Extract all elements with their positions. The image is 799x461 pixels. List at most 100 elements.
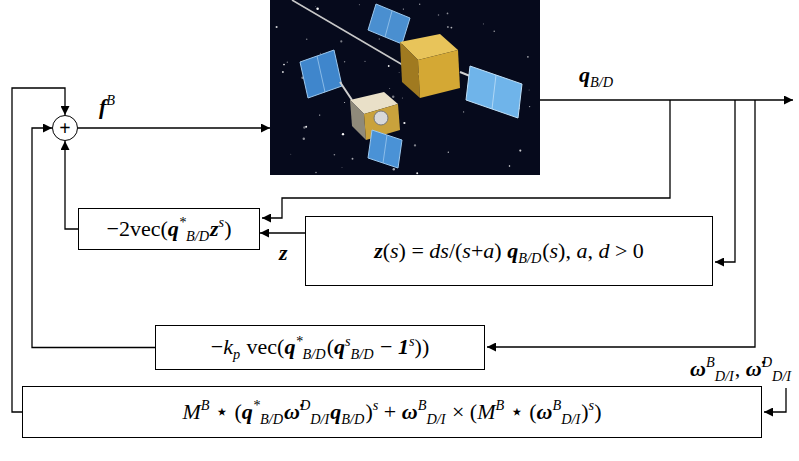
formula-text: −2vec(q*B/Dzs) [107,216,232,242]
math-run: ( [542,238,549,263]
star [379,38,381,40]
math-run: q [330,399,341,424]
math-run: ( [327,334,334,359]
star [344,61,345,62]
star [403,122,405,124]
math-run: + [471,238,483,263]
formula-text: MB ⋆ (q*B/Dω̇DD/IqB/D)s + ωBD/I × (MB ⋆ … [182,399,601,425]
block-box: −2vec(q*B/Dzs) [78,208,260,250]
star [393,168,395,170]
feedback-wire [715,100,735,262]
math-run: ⋆ ( [210,399,242,424]
satellite-side [400,42,420,98]
math-run: M [182,399,200,424]
satellite-picture [270,0,540,175]
star [403,8,404,9]
star [388,65,390,67]
math-run: × ( [446,399,477,424]
math-run: ω [402,399,418,424]
star [276,26,278,28]
math-run: B [106,92,115,108]
math-run: z [210,216,219,241]
math-run: −2vec( [107,216,168,241]
math-run: + [378,399,401,424]
star [341,166,343,168]
math-run: s [462,238,471,263]
math-run: q [284,334,295,359]
signal-label: fB [98,94,116,120]
star [402,98,403,99]
math-run: s [345,333,351,349]
panel-grid [383,135,387,163]
math-run: 1 [398,334,409,359]
star [527,56,529,58]
star [528,89,530,91]
math-run: ( [383,238,390,263]
star [438,14,440,16]
math-run: − [211,334,223,359]
star [414,144,416,146]
math-run: ω [537,399,553,424]
math-run: D/I [426,411,445,427]
math-run: s [390,238,399,263]
star [463,111,464,112]
star [282,71,284,73]
math-run: ) [224,216,231,241]
star [287,62,288,63]
star [398,72,400,74]
edge-label: z [278,240,289,266]
math-run: p [233,346,240,362]
star [447,13,449,15]
math-run: ω [690,356,706,381]
star [493,30,494,31]
solar-panel [466,66,522,118]
math-run: * [295,333,302,349]
signal-connector [65,141,78,229]
math-run: B/D [351,346,374,362]
math-run: B [201,397,210,413]
panel-grid [317,56,325,92]
math-run: ) [581,399,588,424]
satellite-side [350,100,366,140]
math-run: B/D [341,411,364,427]
star [340,40,342,42]
star [303,126,305,128]
math-run: f [99,94,106,119]
space-background [270,0,540,175]
math-run: M [477,399,495,424]
plus-sign: + [59,116,70,140]
math-run: D [762,354,772,370]
panel-grid [385,11,392,37]
star [519,150,521,152]
math-run: ds [429,238,449,263]
star [448,152,449,153]
math-run: , [587,238,598,263]
math-run: z [279,240,288,265]
math-run: D/I [715,368,734,384]
filter-box: z(s) = ds/(s+a) qB/D(s), a, d > 0 [305,216,713,286]
math-run: a [483,238,494,263]
math-run: − [375,334,398,359]
feedback-wire [262,100,670,218]
math-run: ⋆ ( [504,399,536,424]
math-run: D/I [310,411,329,427]
formula-text: −kp vec(q*B/D(qsB/D − 1s)) [211,334,429,360]
math-run: z [374,238,383,263]
math-run: D/I [772,368,791,384]
panel-arm [340,82,352,100]
math-run: * [253,397,260,413]
star [483,23,484,24]
math-run: ), [558,238,576,263]
math-run: B [418,397,427,413]
block-box: MB ⋆ (q*B/Dω̇DD/IqB/D)s + ωBD/I × (MB ⋆ … [22,386,762,438]
math-run: q [507,238,518,263]
star [319,52,321,54]
math-run: B/D [590,74,613,90]
star [419,4,420,5]
solar-panel [368,130,402,168]
star [358,4,360,6]
star [342,133,344,135]
star [306,38,308,40]
math-run: a [576,238,587,263]
